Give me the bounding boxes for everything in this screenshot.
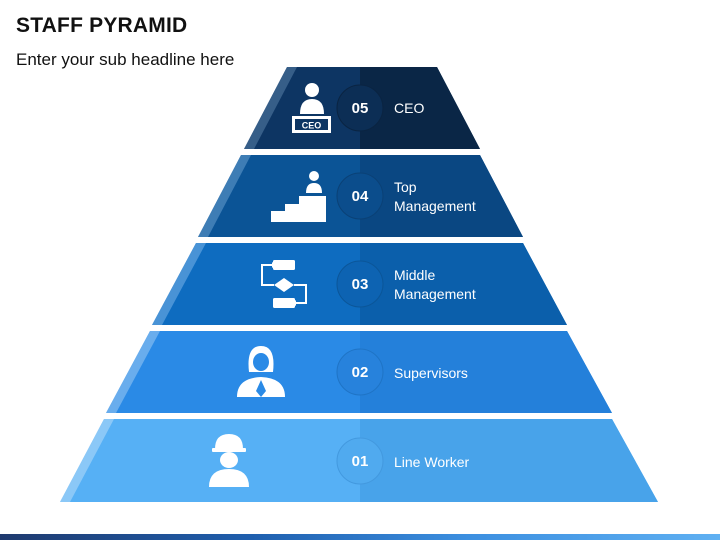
- bottom-accent-bar: [0, 534, 720, 540]
- level-4-right: [360, 155, 523, 237]
- pyramid-level-3: 03: [152, 243, 567, 325]
- pyramid-level-1: 01: [60, 419, 658, 502]
- level-3-label: Middle Management: [394, 266, 524, 304]
- level-2-number: 02: [352, 364, 369, 381]
- level-3-right: [360, 243, 567, 325]
- level-3-label-line-2: Management: [394, 286, 476, 302]
- hardhat-worker-icon: [209, 434, 249, 487]
- page-title: STAFF PYRAMID: [16, 14, 188, 37]
- level-4-edge: [198, 155, 251, 237]
- level-2-edge: [106, 331, 160, 413]
- page-subtitle: Enter your sub headline here: [16, 50, 235, 69]
- level-5-label: CEO: [394, 99, 524, 118]
- level-3-badge: [336, 260, 384, 308]
- level-5-number: 05: [352, 100, 369, 117]
- pyramid-level-4: 04: [198, 155, 523, 237]
- level-1-label-line: Line Worker: [394, 454, 470, 470]
- level-4-number: 04: [352, 188, 369, 205]
- level-4-label: Top Management: [394, 178, 524, 216]
- level-3-number: 03: [352, 276, 369, 293]
- pyramid-level-5: 05 CEO: [244, 67, 480, 149]
- woman-icon: [237, 346, 285, 397]
- level-5-edge: [244, 67, 297, 149]
- level-1-edge: [60, 419, 114, 502]
- level-1-number: 01: [352, 453, 369, 470]
- level-3-label-line-1: Middle: [394, 267, 436, 283]
- level-5-badge: [336, 84, 384, 132]
- level-2-badge: [336, 348, 384, 396]
- level-3-edge: [152, 243, 206, 325]
- level-1-label: Line Worker: [394, 453, 524, 472]
- flowchart-icon: [261, 260, 307, 308]
- level-5-label-line: CEO: [394, 100, 425, 116]
- level-4-label-line-2: Management: [394, 198, 476, 214]
- level-2-right: [360, 331, 612, 413]
- level-1-right: [360, 419, 658, 502]
- podium-person-icon: [271, 171, 326, 222]
- level-2-label-line: Supervisors: [394, 365, 468, 381]
- level-2-label: Supervisors: [394, 364, 524, 383]
- level-5-right: [360, 67, 480, 149]
- level-1-badge: [336, 437, 384, 485]
- ceo-icon: CEO: [292, 83, 331, 133]
- svg-text:CEO: CEO: [302, 121, 322, 131]
- level-4-label-line-1: Top: [394, 179, 417, 195]
- level-4-badge: [336, 172, 384, 220]
- pyramid-level-2: 02: [106, 331, 612, 413]
